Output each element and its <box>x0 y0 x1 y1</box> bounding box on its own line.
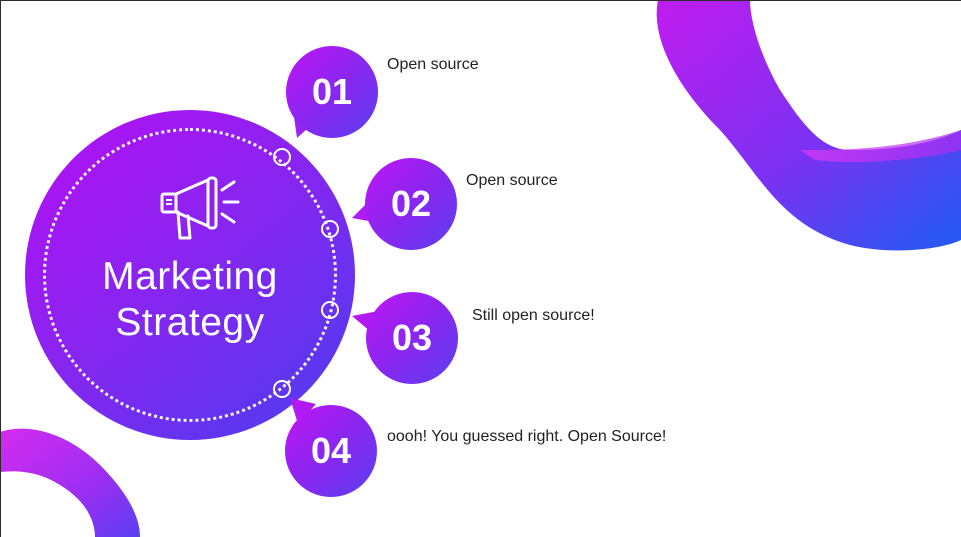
ring-node-4 <box>273 380 291 398</box>
step-02-bubble: 02 <box>365 158 457 250</box>
ring-node-2 <box>321 220 339 238</box>
main-title: Marketing Strategy <box>40 254 340 346</box>
megaphone-icon <box>160 176 240 240</box>
step-04-number: 04 <box>310 430 352 471</box>
ring-node-1 <box>273 148 291 166</box>
step-04-caption: oooh! You guessed right. Open Source! <box>387 428 667 445</box>
ribbon-bottom-left-decoration <box>0 428 140 537</box>
step-03-bubble: 03 <box>366 292 458 384</box>
top-border-line <box>0 0 961 1</box>
ring-node-3 <box>321 301 339 319</box>
step-02-number: 02 <box>390 183 432 224</box>
bubble-04-tail <box>290 398 316 424</box>
step-02-caption: Open source <box>466 172 558 189</box>
step-01-caption: Open source <box>387 56 479 73</box>
step-04-bubble: 04 <box>285 405 377 497</box>
dotted-ring <box>43 128 337 422</box>
step-03-number: 03 <box>391 317 433 358</box>
ribbon-top-right-decoration <box>656 0 961 251</box>
main-title-line1: Marketing <box>102 255 278 298</box>
step-01-number: 01 <box>311 71 353 112</box>
main-title-line2: Strategy <box>115 301 265 344</box>
step-01-bubble: 01 <box>286 46 378 138</box>
left-border-line <box>0 0 1 537</box>
step-03-caption: Still open source! <box>472 307 595 324</box>
